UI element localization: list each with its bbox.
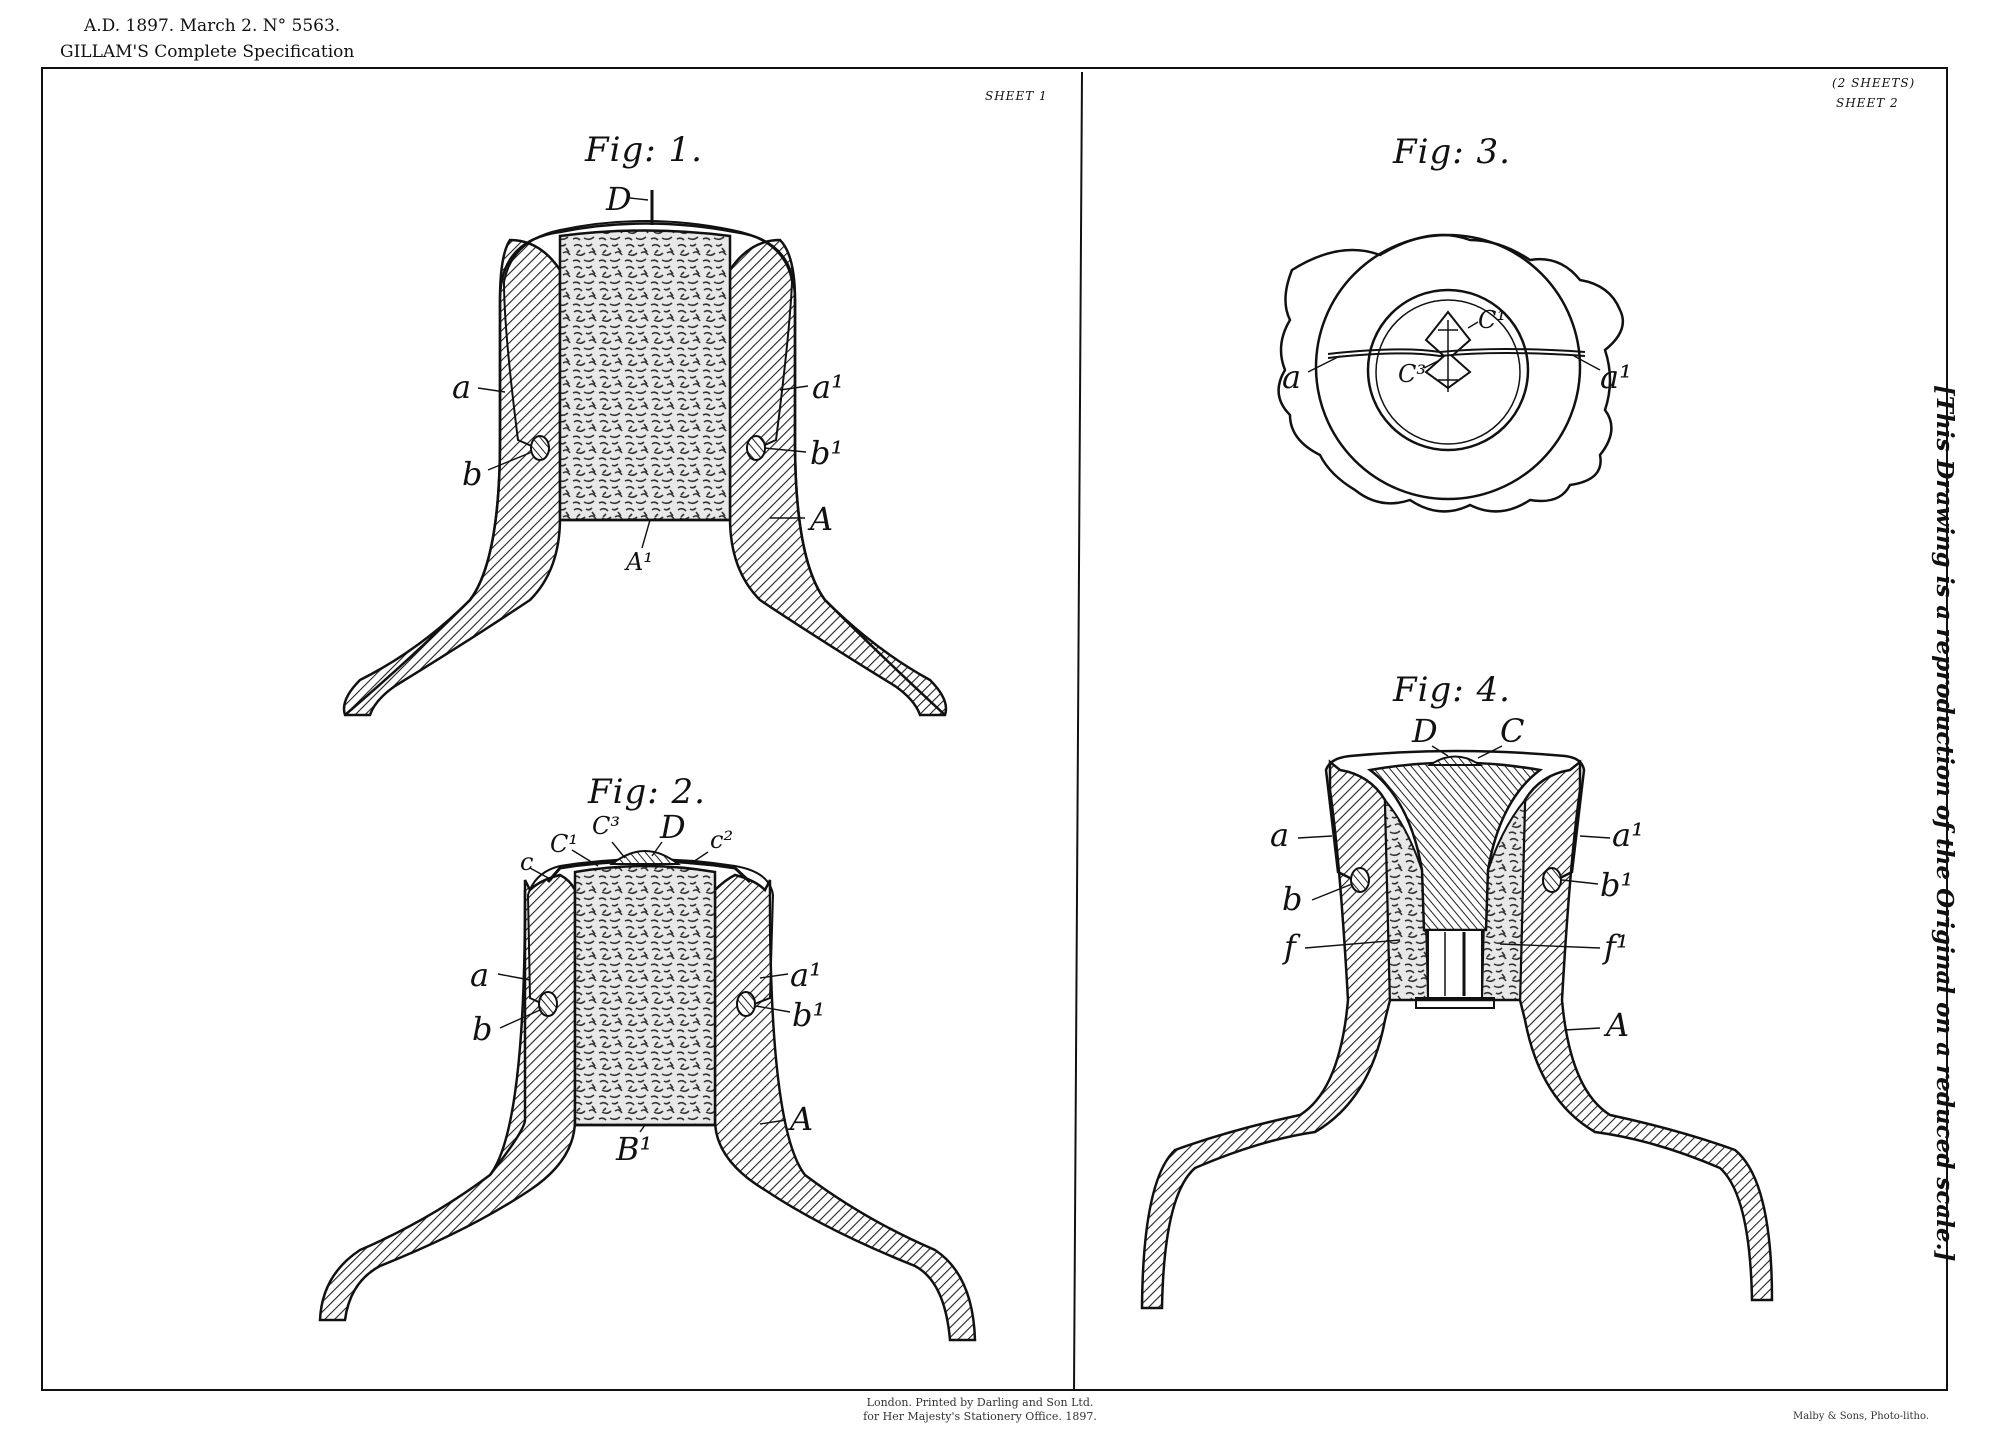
fig3-label-c3: C³ — [1398, 360, 1426, 388]
fig4-base-ring — [1415, 997, 1495, 1009]
patent-number-header: A.D. 1897. March 2. N° 5563. — [84, 16, 341, 36]
specification-header: GILLAM'S Complete Specification — [60, 42, 355, 62]
fig2-label-c2: c² — [710, 826, 734, 854]
fig3-broken-outline — [1277, 233, 1625, 513]
fig3-clip-inner — [1438, 320, 1458, 392]
fig1-leaders — [477, 197, 809, 549]
sheet-frame — [41, 67, 1948, 1391]
fig2-leaders — [497, 841, 791, 1133]
fig4-leaders — [1297, 745, 1611, 1031]
fig4-label-c: C — [1500, 712, 1525, 750]
fig1-label-d: D — [606, 180, 632, 218]
printer-line-1: London. Printed by Darling and Son Ltd. — [866, 1396, 1094, 1409]
fig1-label-body: A — [810, 500, 834, 538]
fig4-label-f: f — [1284, 928, 1296, 966]
fig4-title: Fig: 4. — [1393, 670, 1511, 710]
fig4-left-pin — [1350, 867, 1370, 893]
fig4-label-b: b — [1282, 880, 1303, 918]
fig4-tube — [1427, 929, 1483, 999]
fig4-left-wall — [1140, 759, 1392, 1310]
fig3-inner-ring-2 — [1375, 299, 1521, 445]
fig2-title: Fig: 2. — [588, 772, 706, 812]
fig3-label-c1: C¹ — [1478, 306, 1506, 334]
fig2-label-d: D — [660, 808, 686, 846]
fig4-label-b1: b¹ — [1600, 866, 1634, 904]
fig2-label-b1: b¹ — [792, 996, 826, 1034]
lithographer-credit: Malby & Sons, Photo-litho. — [1793, 1411, 1929, 1422]
printer-imprint: London. Printed by Darling and Son Ltd. … — [820, 1396, 1140, 1424]
fig2-label-c: c — [520, 848, 534, 876]
fig4-strap — [1324, 749, 1586, 882]
fig4-cork-left — [1383, 797, 1430, 1001]
reproduction-note: [This Drawing is a reproduction of the O… — [1931, 385, 1958, 1262]
sheet-1-label: SHEET 1 — [985, 89, 1048, 103]
fig3-inner-ring — [1366, 288, 1530, 452]
fig2-drawing — [318, 841, 977, 1342]
fig4-cap-dome — [1426, 755, 1484, 766]
fig1-left-wall — [342, 238, 562, 717]
fig1-left-pin — [530, 435, 550, 461]
fig4-drawing — [1140, 745, 1774, 1310]
fig2-label-b: b — [472, 1010, 493, 1048]
fig2-neck-left — [489, 890, 527, 1176]
fig4-label-a: a — [1270, 816, 1290, 854]
sheet-count-label: (2 SHEETS) — [1832, 76, 1916, 90]
sheet-divider — [1073, 71, 1083, 1391]
fig1-label-plug: A¹ — [626, 548, 653, 576]
fig4-label-a1: a¹ — [1612, 816, 1644, 854]
sheet-border — [41, 67, 1948, 1391]
fig1-right-wall — [728, 238, 948, 717]
fig2-left-wall — [318, 873, 577, 1322]
fig2-label-c1: C¹ — [550, 830, 578, 858]
fig1-label-b: b — [462, 455, 483, 493]
fig2-right-pin — [736, 991, 756, 1017]
sheet-2-label: SHEET 2 — [1836, 96, 1899, 110]
fig2-label-a: a — [470, 956, 490, 994]
fig2-right-wall — [713, 873, 977, 1342]
fig4-right-wall — [1518, 759, 1774, 1302]
fig2-left-pin — [538, 991, 558, 1017]
fig3-title: Fig: 3. — [1393, 132, 1511, 172]
fig2-label-body: A — [790, 1100, 814, 1138]
fig2-label-a1: a¹ — [790, 956, 822, 994]
fig1-title: Fig: 1. — [585, 130, 703, 170]
fig3-label-a: a — [1282, 358, 1302, 396]
fig4-cork-right — [1480, 797, 1527, 1001]
fig1-label-b1: b¹ — [810, 434, 844, 472]
fig3-label-a1: a¹ — [1600, 358, 1632, 396]
fig1-bottle-outline-left — [344, 300, 502, 716]
fig3-drawing — [1277, 233, 1625, 513]
fig4-right-pin — [1542, 867, 1562, 893]
fig2-label-plug: B¹ — [616, 1130, 653, 1168]
fig1-cork-plug — [558, 229, 732, 522]
fig1-drawing — [342, 190, 948, 717]
fig4-label-d: D — [1412, 712, 1438, 750]
fig2-cap-dome — [609, 850, 681, 865]
fig1-right-pin — [746, 435, 766, 461]
fig1-label-a: a — [452, 368, 472, 406]
fig1-strap — [502, 220, 794, 449]
fig2-cork-plug — [573, 864, 717, 1127]
fig1-label-a1: a¹ — [812, 368, 844, 406]
fig2-label-c3: C³ — [592, 812, 620, 840]
fig4-label-body: A — [1606, 1006, 1630, 1044]
printer-line-2: for Her Majesty's Stationery Office. 189… — [863, 1410, 1097, 1423]
fig4-label-f1: f¹ — [1604, 928, 1629, 966]
fig3-leaders — [1307, 321, 1601, 373]
fig3-outer-ring — [1314, 233, 1582, 501]
